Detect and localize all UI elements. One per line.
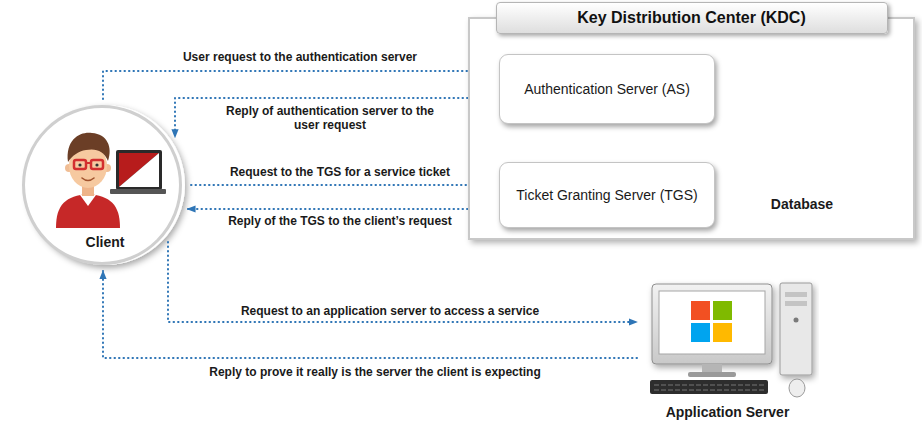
keyboard (650, 380, 768, 394)
dotted-arrow (175, 98, 499, 137)
avatar-eye (78, 163, 81, 166)
box-label: Authentication Server (AS) (524, 81, 690, 97)
edge-label: Reply of authentication server to the us… (217, 104, 444, 132)
icon-label: Application Server (637, 404, 818, 420)
avatar-glasses (74, 160, 86, 169)
avatar-hair (68, 133, 110, 162)
process-box: Authentication Server (AS) (499, 54, 715, 124)
kdc-title: Key Distribution Center (KDC) (496, 2, 888, 34)
laptop-screen-white (119, 153, 159, 187)
laptop-base (110, 189, 166, 194)
application-server-node: Application Server (637, 280, 818, 420)
box-label: Ticket Granting Server (TGS) (516, 187, 698, 203)
edge-label: Reply to prove it really is the server t… (208, 365, 541, 379)
tower-drive (785, 292, 807, 297)
keyboard-keys (654, 384, 764, 385)
tower-power (794, 318, 799, 323)
edge-label: User request to the authentication serve… (182, 50, 418, 64)
client-avatar (56, 133, 166, 228)
dotted-arrow (168, 242, 637, 322)
dotted-arrow (103, 271, 637, 358)
avatar-sweater (56, 194, 120, 228)
laptop-screen (116, 150, 162, 190)
monitor-frame (652, 284, 772, 364)
monitor-base (688, 372, 736, 377)
icon-label: Database (744, 196, 860, 212)
avatar-mouth (82, 178, 94, 181)
pc-tower (780, 283, 812, 375)
dotted-arrow (187, 208, 499, 210)
monitor-screen (659, 291, 765, 354)
avatar-eye (95, 163, 98, 166)
client-label: Client (22, 234, 188, 250)
kdc-container: Key Distribution Center (KDC)Authenticat… (468, 17, 915, 240)
logo-square (713, 323, 732, 342)
keyboard-keys (654, 389, 764, 390)
process-box: Ticket Granting Server (TGS) (499, 162, 715, 228)
dotted-arrow (103, 71, 499, 99)
avatar-glasses (91, 160, 103, 169)
edge-label: Request to an application server to acce… (240, 304, 540, 318)
logo-square (691, 323, 710, 342)
avatar-glasses-bridge (86, 162, 91, 164)
database-node: Database (744, 67, 860, 212)
tower-drive (785, 301, 807, 306)
logo-square (713, 301, 732, 320)
laptop-screen-red (119, 153, 159, 187)
mouse (789, 379, 805, 397)
edge-label: Request to the TGS for a service ticket (229, 165, 451, 179)
computer-icon (650, 283, 812, 397)
dotted-arrow (191, 184, 499, 186)
logo-square (691, 301, 710, 320)
client-circle: Client (22, 105, 188, 265)
monitor-neck (702, 364, 722, 373)
edge-label: Reply of the TGS to the client’s request (227, 214, 453, 228)
avatar-collar (80, 195, 96, 206)
